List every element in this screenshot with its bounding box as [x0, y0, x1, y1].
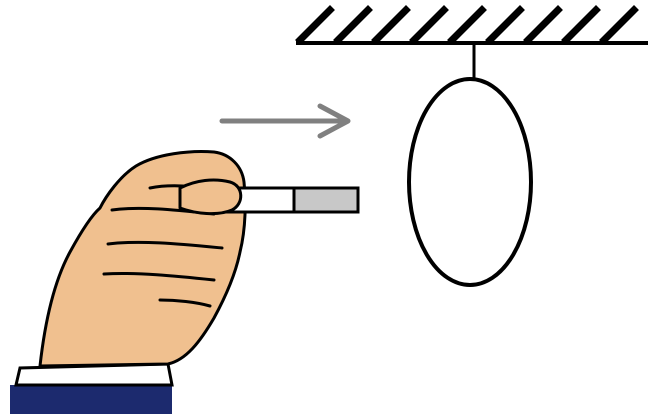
magnet-grey-half — [294, 188, 358, 212]
sleeve-body — [10, 385, 172, 414]
direction-arrow — [222, 106, 348, 136]
ceiling-support — [296, 10, 648, 43]
ceiling-hatching — [300, 10, 634, 40]
hanging-ring — [409, 79, 531, 285]
suit-sleeve — [10, 364, 172, 414]
thumb — [180, 180, 241, 214]
